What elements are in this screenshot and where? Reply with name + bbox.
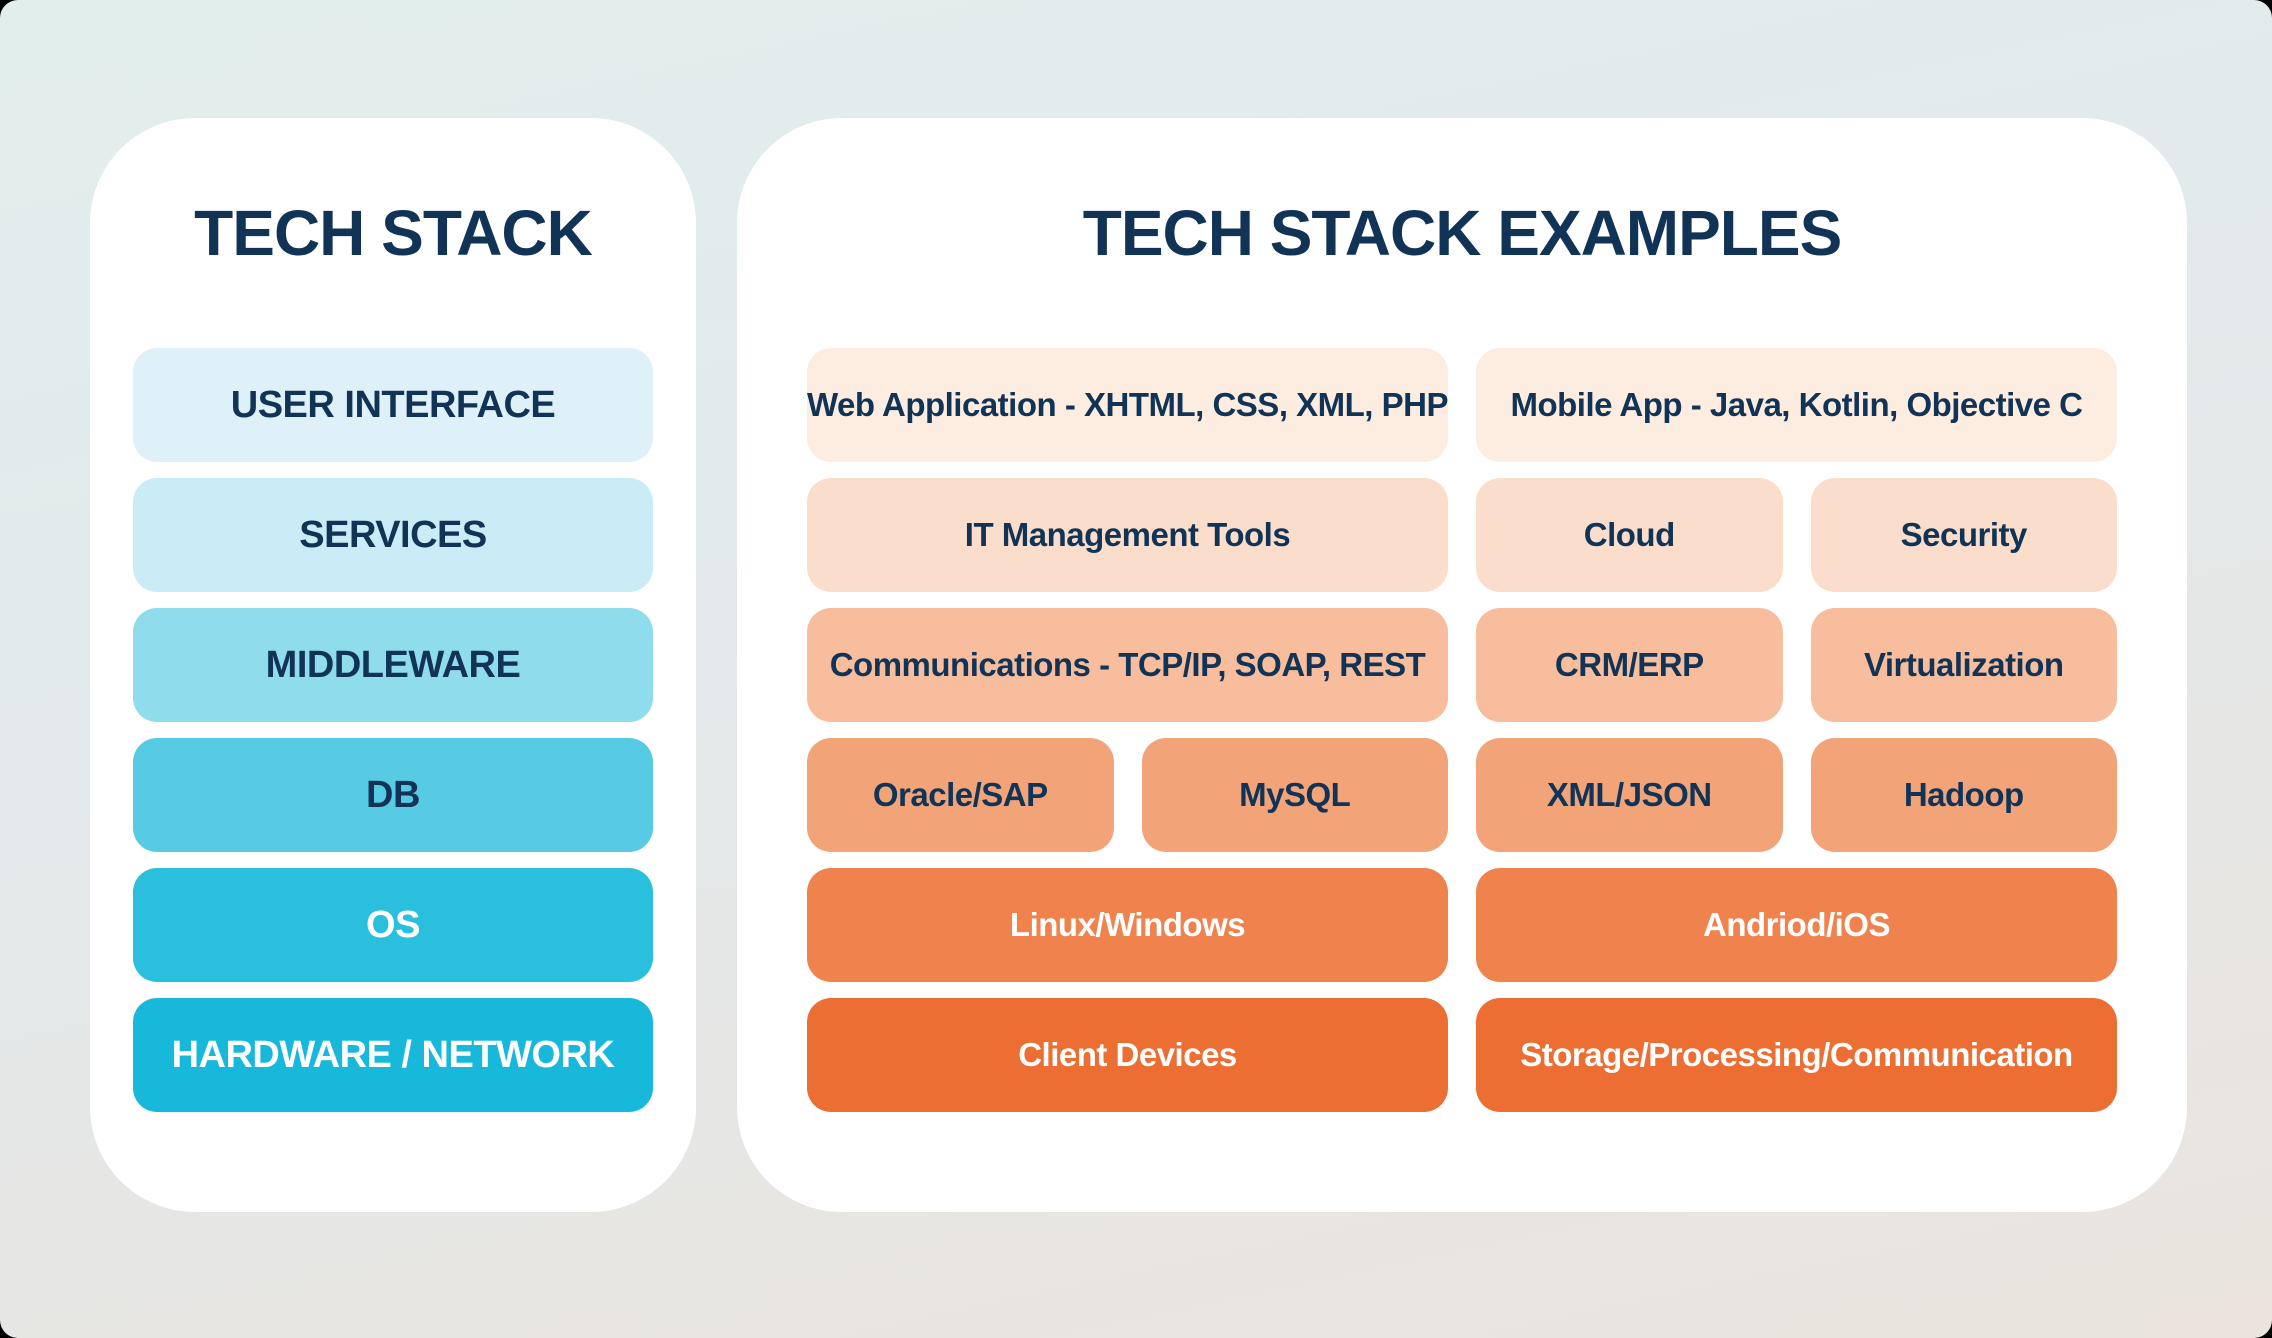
example-box-linux-windows: Linux/Windows [807,868,1448,982]
example-box-web-application-xhtml-css-xml-php: Web Application - XHTML, CSS, XML, PHP [807,348,1449,462]
tech-stack-examples-title: TECH STACK EXAMPLES [1082,197,1843,269]
tech-stack-title-band: TECH STACK [90,118,696,348]
example-box-it-management-tools: IT Management Tools [807,478,1448,592]
layer-box-db: DB [133,738,653,852]
example-box-andriod-ios: Andriod/iOS [1476,868,2117,982]
example-box-communications-tcp-ip-soap-rest: Communications - TCP/IP, SOAP, REST [807,608,1448,722]
tech-stack-examples-title-band: TECH STACK EXAMPLES [737,118,2187,348]
example-box-xml-json: XML/JSON [1476,738,1783,852]
example-box-security: Security [1810,478,2117,592]
example-box-storage-processing-communication: Storage/Processing/Communication [1476,998,2117,1112]
example-box-hadoop: Hadoop [1810,738,2117,852]
layer-box-services: SERVICES [133,478,653,592]
example-box-oracle-sap: Oracle/SAP [807,738,1114,852]
layer-box-user-interface: USER INTERFACE [133,348,653,462]
tech-stack-card: TECH STACK USER INTERFACE SERVICES MIDDLEW… [90,118,696,1212]
tech-stack-layers: USER INTERFACE SERVICES MIDDLEWARE DB OS HARD… [90,348,696,1112]
layer-box-middleware: MIDDLEWARE [133,608,653,722]
example-box-client-devices: Client Devices [807,998,1448,1112]
tech-stack-examples-card: TECH STACK EXAMPLES Web Application - XH… [737,118,2187,1212]
example-box-mysql: MySQL [1141,738,1448,852]
tech-stack-title: TECH STACK [194,197,593,269]
example-box-mobile-app-java-kotlin-objective-c: Mobile App - Java, Kotlin, Objective C [1476,348,2117,462]
layer-box-hardware-network: HARDWARE / NETWORK [133,998,653,1112]
layer-box-os: OS [133,868,653,982]
example-box-virtualization: Virtualization [1810,608,2117,722]
example-box-crm-erp: CRM/ERP [1476,608,1783,722]
example-box-cloud: Cloud [1476,478,1783,592]
